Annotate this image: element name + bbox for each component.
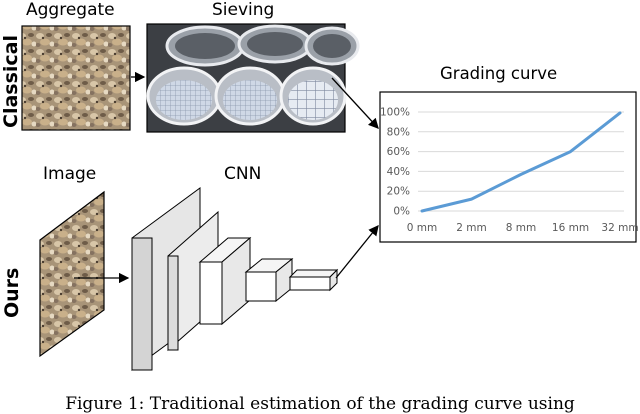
chart-title: Grading curve: [440, 64, 558, 83]
arrow-sieving-to-chart: [331, 77, 379, 129]
sieving-label: Sieving: [212, 0, 275, 20]
chart-y-ticks: 0% 20% 40% 60% 80% 100%: [380, 107, 410, 218]
y-tick-label: 60%: [387, 146, 410, 158]
input-image: [39, 190, 105, 358]
cnn-layer-5: [288, 268, 339, 292]
cnn-layer-3: [198, 236, 252, 326]
aggregate-photo: [21, 25, 131, 131]
chart-series: [420, 111, 622, 213]
y-tick-label: 100%: [380, 107, 410, 119]
chart-x-ticks: 0 mm 2 mm 8 mm 16 mm 32 mm: [407, 222, 639, 234]
x-tick-label: 0 mm: [407, 222, 437, 234]
grading-curve-line: [420, 111, 622, 213]
x-tick-label: 32 mm: [601, 222, 638, 234]
cnn-label: CNN: [224, 164, 262, 184]
x-tick-label: 8 mm: [506, 222, 536, 234]
arrow-cnn-to-chart: [335, 224, 379, 279]
aggregate-label: Aggregate: [26, 0, 115, 20]
y-tick-label: 0%: [393, 206, 410, 218]
pipeline-diagram: [21, 23, 379, 371]
chart-frame: [379, 91, 637, 243]
sieving-photo: [146, 23, 360, 133]
cnn-layer-4: [244, 257, 294, 303]
y-tick-label: 40%: [387, 166, 410, 178]
grading-curve-chart: 0% 20% 40% 60% 80% 100% 0 mm 2 mm 8 mm 16 mm 32 m…: [379, 91, 639, 243]
y-tick-label: 20%: [387, 186, 410, 198]
y-tick-label: 80%: [387, 126, 410, 138]
x-tick-label: 2 mm: [456, 222, 486, 234]
chart-grid: [418, 111, 624, 212]
image-label: Image: [43, 164, 97, 184]
x-tick-label: 16 mm: [552, 222, 589, 234]
